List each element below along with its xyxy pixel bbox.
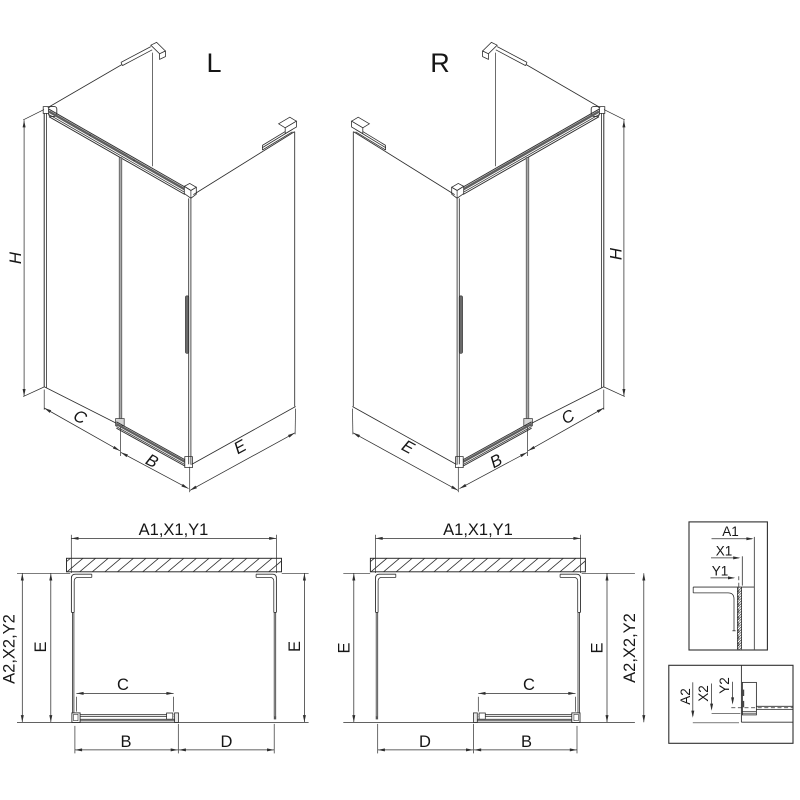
plan-left-width-label: A1,X1,Y1 — [139, 521, 209, 539]
detail-x1-label: X1 — [716, 544, 733, 559]
plan-left-bottom-rail-plan — [71, 712, 179, 723]
detail-a2-label: A2 — [678, 688, 693, 705]
plan-right-side-dimensions — [352, 573, 646, 723]
iso-left-sliding-door — [115, 157, 190, 427]
iso-right-sliding-door — [458, 157, 533, 427]
plan-right-wall-profiles — [375, 573, 581, 720]
plan-right-d-label: D — [419, 733, 431, 751]
iso-left-dimensions — [22, 109, 296, 493]
variant-right-title: R — [430, 48, 450, 78]
dim-label-h-left: H — [6, 251, 25, 264]
iso-right-corner-post — [456, 198, 460, 465]
plan-left-wall-profiles — [70, 573, 277, 720]
plan-left-depth-right-label: E — [286, 641, 304, 652]
plan-left-b-label: B — [120, 733, 131, 751]
iso-left-side-panel — [191, 116, 298, 465]
plan-left-dimensions — [70, 534, 277, 754]
detail-a1-label: A1 — [722, 524, 739, 539]
variant-left-title: L — [206, 48, 221, 78]
iso-left-wall-profile — [42, 106, 50, 388]
iso-left-corner-post — [188, 198, 192, 465]
detail-wall-profile: A1 X1 Y1 — [688, 521, 768, 651]
plan-left-depth-left-label: E — [32, 641, 50, 652]
plan-right-wall — [369, 557, 586, 573]
iso-right-wall-profile — [598, 106, 606, 388]
plan-right-depth-right-label: E — [589, 642, 607, 653]
iso-right-side-panel — [350, 116, 457, 465]
dim-label-h-right: H — [607, 247, 626, 260]
plan-left-total-depth-label: A2,X2,Y2 — [1, 614, 19, 684]
plan-left-wall — [66, 557, 282, 573]
plan-right-bottom-rail-plan — [472, 712, 581, 723]
plan-left-c-label: C — [117, 676, 129, 694]
plan-right-width-label: A1,X1,Y1 — [443, 521, 513, 539]
plan-left-side-dimensions — [20, 573, 306, 723]
iso-labels: L H C B E R H C B E — [6, 48, 626, 472]
iso-left-front-panel-edge — [44, 386, 117, 424]
detail-x2-label: X2 — [696, 685, 711, 702]
iso-left-support-brace — [47, 41, 167, 167]
plan-right-depth-left-label: E — [336, 642, 354, 653]
plan-left-d-label: D — [221, 733, 233, 751]
dim-label-e-right: E — [399, 436, 419, 458]
iso-right-dimensions — [352, 109, 626, 493]
plan-right-total-depth-label: A2,X2,Y2 — [621, 613, 639, 683]
iso-right-front-panel-edge — [531, 386, 604, 424]
detail-y2-label: Y2 — [717, 677, 732, 694]
iso-right-support-brace — [481, 41, 601, 167]
detail-y1-label: Y1 — [712, 563, 729, 578]
dim-label-c-left: C — [70, 406, 90, 429]
iso-left-top-rail — [48, 106, 198, 199]
iso-right-top-rail — [450, 106, 600, 199]
plan-right-c-label: C — [523, 676, 535, 694]
dim-label-b-left: B — [143, 450, 162, 472]
plan-right-labels: A1,X1,Y1 A2,X2,Y2 E E C B D — [336, 521, 640, 751]
detail-bottom-rail: Y2 X2 A2 — [668, 664, 794, 744]
dim-label-e-left: E — [231, 436, 251, 458]
dim-label-c-right: C — [558, 405, 578, 428]
plan-right-front-edge — [343, 572, 635, 723]
plan-left-front-edge — [17, 572, 309, 723]
plan-left-labels: A1,X1,Y1 A2,X2,Y2 E E C B D — [1, 521, 305, 751]
dim-label-b-right: B — [487, 450, 506, 472]
plan-right-b-label: B — [521, 733, 532, 751]
plan-right-dimensions — [375, 534, 581, 754]
iso-left-bottom-rail — [115, 421, 193, 469]
